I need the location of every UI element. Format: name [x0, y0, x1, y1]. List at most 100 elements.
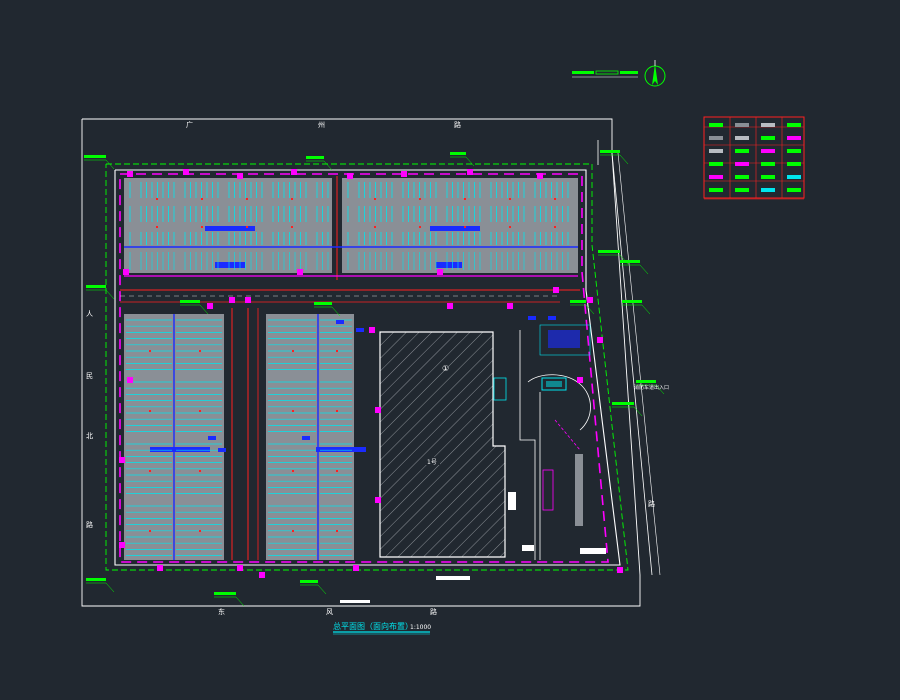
- legend-swatch: [787, 162, 801, 166]
- equipment-marker: [356, 328, 364, 332]
- drawing-title-block: 总平面图（面向布置） 1:1000: [333, 621, 431, 635]
- legend-swatch: [709, 188, 723, 192]
- column-marker: [199, 530, 201, 532]
- equipment-marker: [291, 169, 297, 175]
- road-bottom-char-2: 风: [326, 608, 333, 616]
- annotation-tag: [570, 300, 586, 303]
- equipment-marker: [157, 565, 163, 571]
- annotation-leader: [633, 406, 643, 417]
- column-marker: [201, 198, 203, 200]
- annotation-leader: [585, 304, 595, 315]
- equipment-marker: [119, 542, 125, 548]
- equipment-marker: [237, 565, 243, 571]
- column-marker: [336, 410, 338, 412]
- equipment-marker: [528, 316, 536, 320]
- equipment-marker: [347, 173, 353, 179]
- equipment-marker: [447, 303, 453, 309]
- annotation-tag: [84, 155, 106, 158]
- annotation-tag: [600, 150, 620, 153]
- column-marker: [509, 226, 511, 228]
- site-equipment-markers: [119, 169, 623, 578]
- equipment-marker: [297, 269, 303, 275]
- road-bottom-char-1: 东: [218, 607, 225, 616]
- legend-swatch: [735, 188, 749, 192]
- equipment-marker: [548, 316, 556, 320]
- equipment-marker: [369, 327, 375, 333]
- column-marker: [291, 226, 293, 228]
- annotation-tag: [214, 592, 236, 595]
- legend-swatch: [787, 175, 801, 179]
- legend-swatch: [709, 123, 723, 127]
- column-marker: [199, 350, 201, 352]
- road-bottom-char-3: 路: [430, 607, 437, 616]
- column-marker: [374, 226, 376, 228]
- equipment-marker: [553, 287, 559, 293]
- legend-swatch: [761, 175, 775, 179]
- legend-swatch: [761, 149, 775, 153]
- property-line: [105, 163, 629, 571]
- road-top-char-2: 州: [318, 121, 325, 129]
- equipment-marker: [375, 407, 381, 413]
- column-marker: [554, 198, 556, 200]
- annotation-tag: [450, 152, 466, 155]
- legend-swatch: [787, 149, 801, 153]
- column-marker: [292, 350, 294, 352]
- column-marker: [291, 198, 293, 200]
- column-marker: [336, 530, 338, 532]
- column-marker: [509, 198, 511, 200]
- equipment-marker: [123, 269, 129, 275]
- road-right-char: 路: [648, 499, 655, 508]
- equipment-marker: [183, 169, 189, 175]
- legend-swatch: [735, 123, 749, 127]
- annotation-tag: [306, 156, 324, 159]
- legend-swatch: [787, 136, 801, 140]
- column-marker: [149, 350, 151, 352]
- annotation-tag: [300, 580, 318, 583]
- equipment-marker: [617, 567, 623, 573]
- column-marker: [292, 530, 294, 532]
- column-marker: [149, 470, 151, 472]
- equipment-marker: [577, 377, 583, 383]
- annotation-tag: [620, 260, 640, 263]
- column-marker: [292, 410, 294, 412]
- annotation-leaders: [84, 150, 665, 607]
- annotation-leader: [105, 582, 115, 593]
- column-marker: [149, 410, 151, 412]
- north-arrow-icon: [644, 60, 666, 87]
- lower-parking-blocks: [124, 308, 366, 560]
- annotation-leader: [639, 264, 649, 275]
- annotation-leader: [105, 289, 115, 300]
- equipment-marker: [375, 497, 381, 503]
- equipment-marker: [401, 171, 407, 177]
- annotation-leader: [199, 304, 209, 315]
- gate-note: 消防车道出入口: [634, 384, 669, 391]
- annotation-tag: [86, 285, 106, 288]
- annotation-leader: [331, 306, 341, 317]
- annotation-leader: [655, 384, 665, 395]
- column-marker: [246, 226, 248, 228]
- column-marker: [201, 226, 203, 228]
- annotation-tag: [622, 300, 642, 303]
- road-top-char-3: 路: [454, 120, 461, 129]
- annotation-leader: [619, 154, 629, 165]
- column-marker: [199, 410, 201, 412]
- equipment-marker: [127, 171, 133, 177]
- equipment-marker: [336, 320, 344, 324]
- column-marker: [156, 226, 158, 228]
- equipment-marker: [207, 303, 213, 309]
- column-marker: [199, 470, 201, 472]
- equipment-marker: [537, 173, 543, 179]
- legend-table: [703, 116, 805, 200]
- equipment-marker: [507, 303, 513, 309]
- column-marker: [464, 198, 466, 200]
- legend-swatch: [735, 136, 749, 140]
- legend-swatch: [787, 188, 801, 192]
- annotation-leader: [317, 584, 327, 595]
- column-marker: [336, 350, 338, 352]
- road-left-char-1: 人: [86, 310, 93, 318]
- equipment-marker: [237, 173, 243, 179]
- column-marker: [246, 198, 248, 200]
- annotation-tag: [180, 300, 200, 303]
- column-marker: [374, 198, 376, 200]
